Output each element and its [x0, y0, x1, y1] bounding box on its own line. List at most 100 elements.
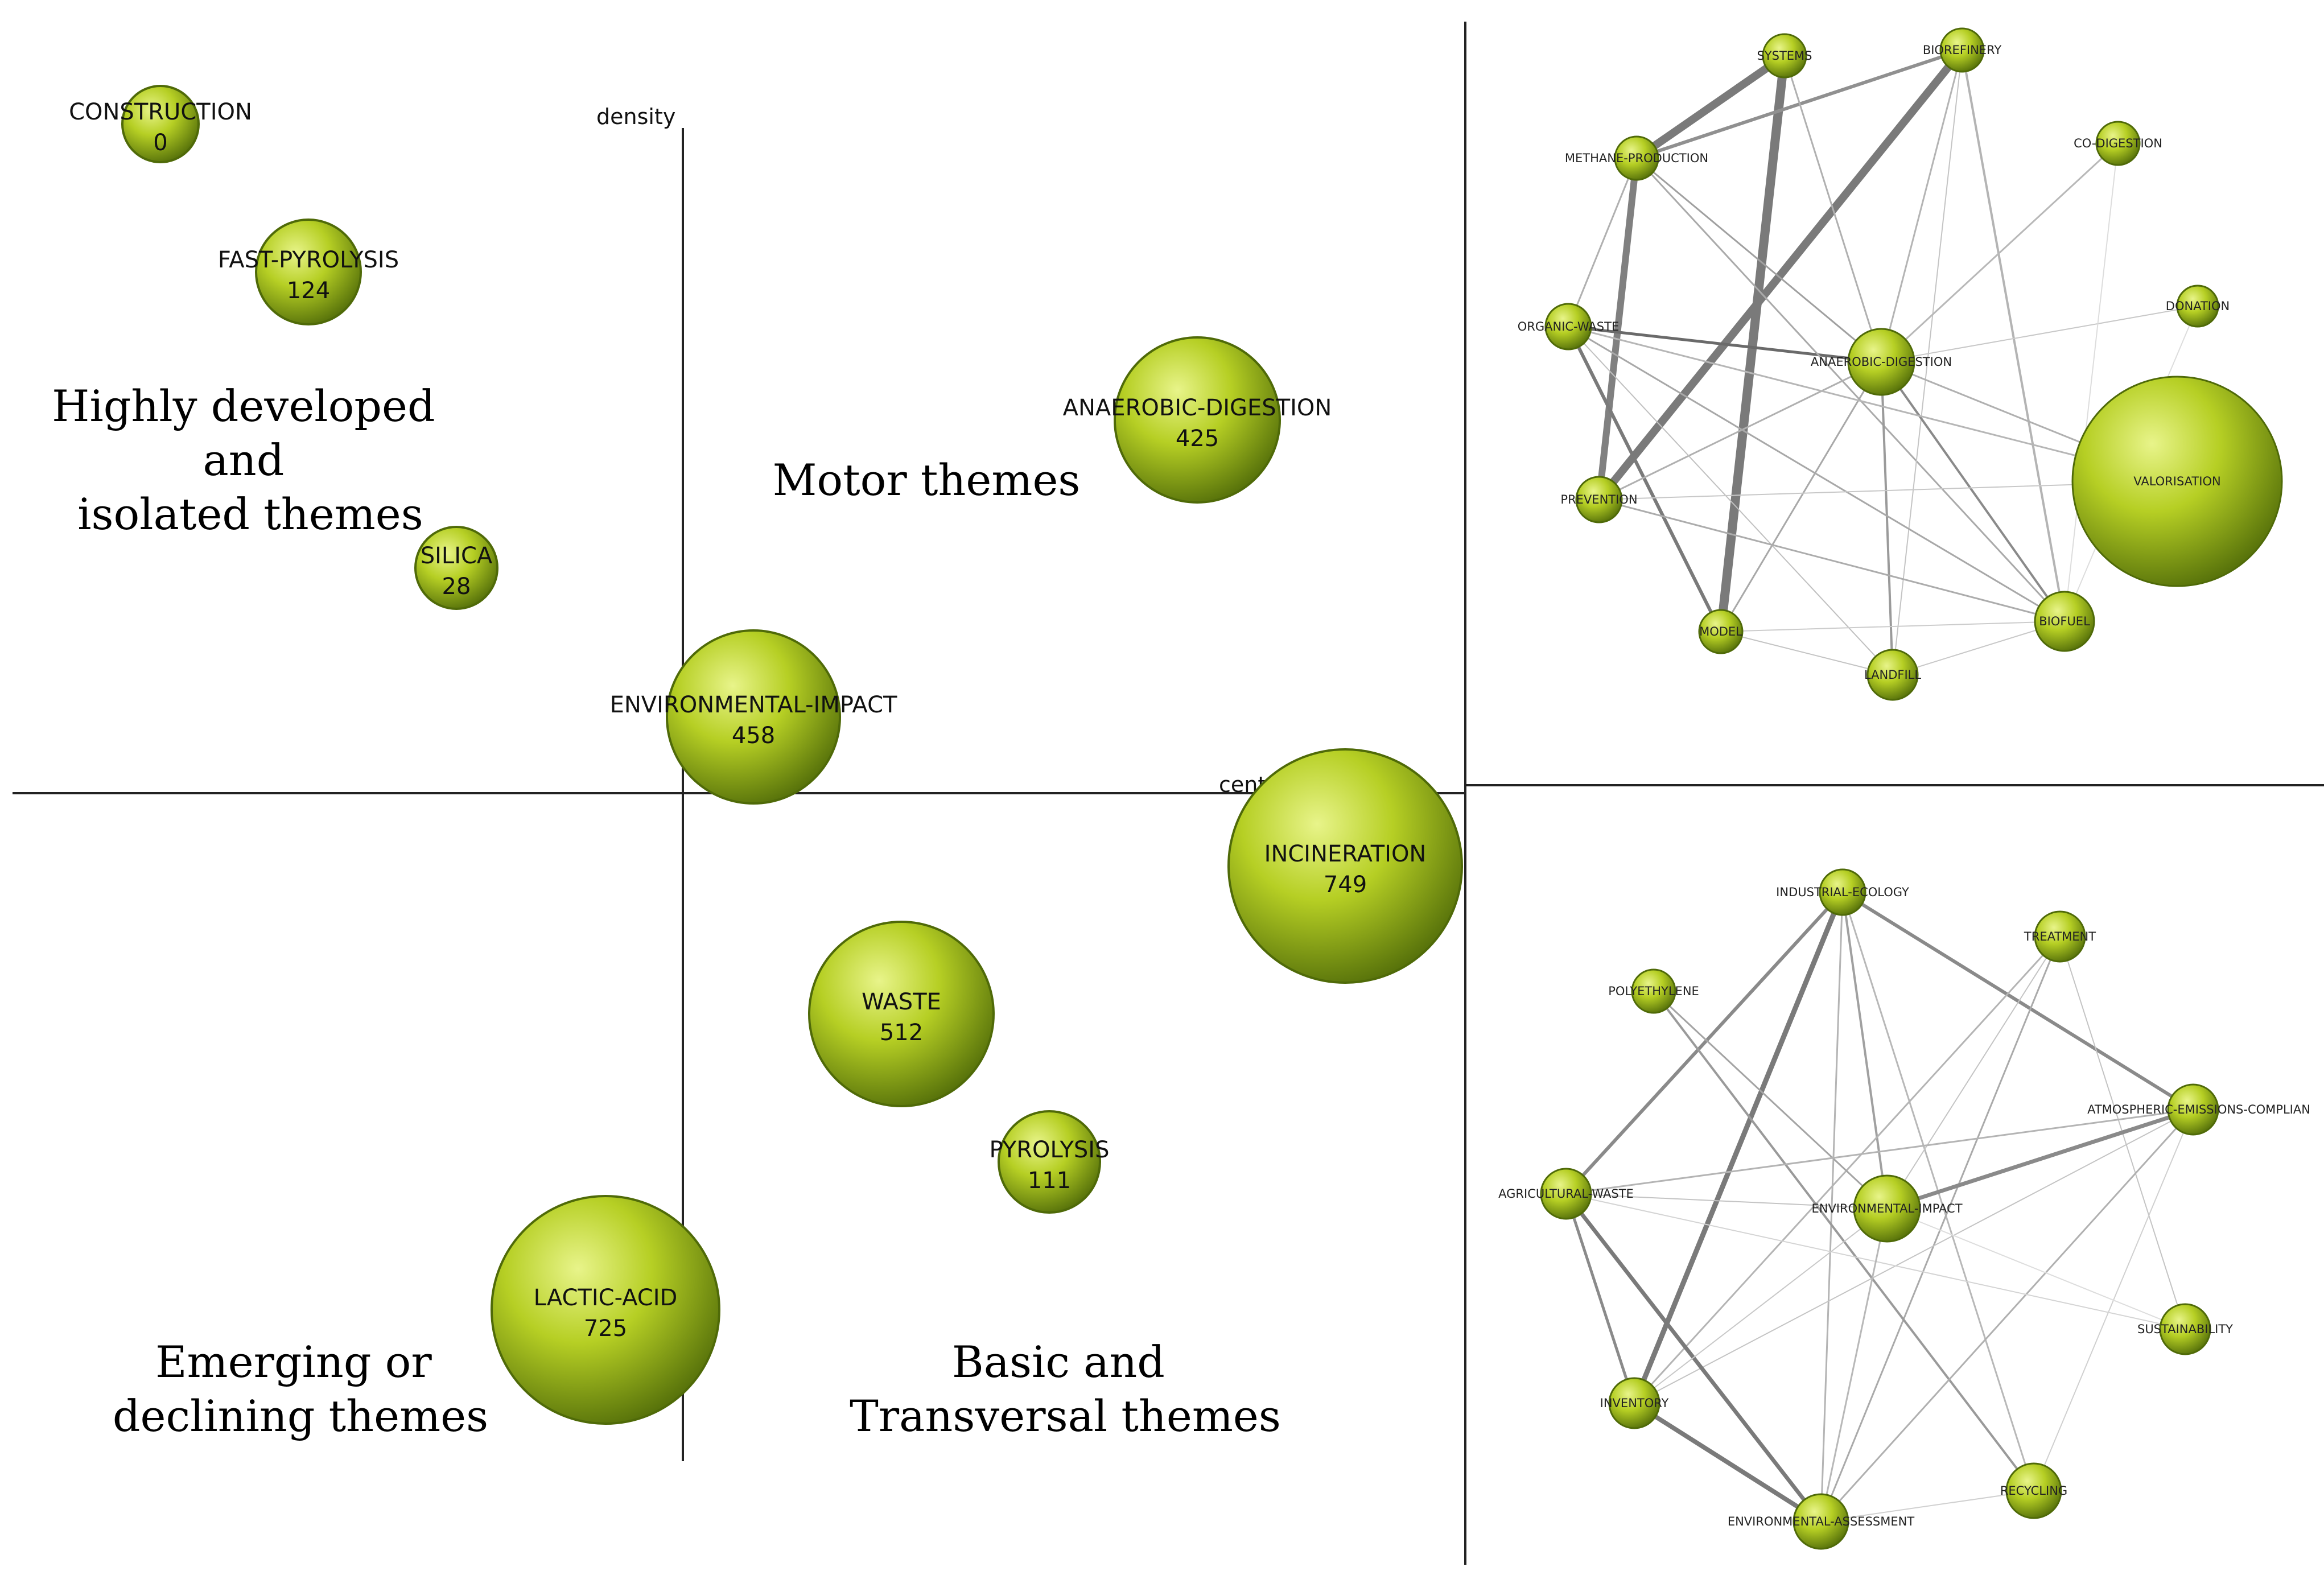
- theme-bubbles: CONSTRUCTION0FAST-PYROLYSIS124SILICA28AN…: [69, 85, 1463, 1425]
- network-edge: [1564, 1192, 1636, 1405]
- network-edge: [1598, 498, 2066, 622]
- network-edge: [1564, 890, 1844, 1195]
- network-edge: [1841, 890, 2195, 1111]
- network-node-circle: [1819, 868, 1866, 916]
- network-node-circle: [1540, 1168, 1592, 1220]
- network-node-label: LANDFILL: [1864, 668, 1921, 682]
- quadrant-label-top-right: Motor themes: [773, 455, 1081, 505]
- network-node-circle: [1866, 649, 1919, 701]
- theme-name-label: SILICA: [421, 543, 493, 569]
- network-node: ORGANIC-WASTE: [1518, 303, 1619, 351]
- network-edge: [1568, 326, 1893, 675]
- network-edge: [1565, 1108, 2194, 1195]
- network-edge: [1653, 990, 1888, 1210]
- network-edge: [1783, 55, 1882, 363]
- theme-name-label: ENVIRONMENTAL-IMPACT: [610, 692, 897, 718]
- network-edge: [1841, 891, 1888, 1210]
- network-node: METHANE-PRODUCTION: [1565, 135, 1708, 181]
- network-node: TREATMENT: [2024, 910, 2096, 963]
- network-node-circle: [1853, 1174, 1921, 1243]
- network-node-circle: [1698, 609, 1744, 654]
- theme-value-label: 512: [880, 1020, 923, 1046]
- network-node-circle: [1939, 27, 1985, 73]
- network-edge: [1716, 51, 1789, 636]
- network-edge: [1567, 157, 1638, 328]
- theme-bubble-circle: [255, 218, 362, 325]
- network-node: ANAEROBIC-DIGESTION: [1811, 328, 1952, 396]
- network-edge: [1886, 936, 2061, 1209]
- theme-name-label: LACTIC-ACID: [534, 1285, 678, 1311]
- network-node-label: AGRICULTURAL-WASTE: [1498, 1187, 1634, 1201]
- network-node-label: BIOFUEL: [2039, 615, 2090, 628]
- network-edge: [1820, 891, 1844, 1523]
- network-node-label: ENVIRONMENTAL-IMPACT: [1811, 1202, 1962, 1215]
- theme-value-label: 111: [1028, 1168, 1071, 1194]
- theme-name-label: WASTE: [862, 989, 941, 1015]
- network-node: INVENTORY: [1600, 1377, 1669, 1429]
- network-edge: [1567, 325, 2066, 622]
- network-node: VALORISATION: [2071, 376, 2283, 587]
- network-node: INDUSTRIAL-ECOLOGY: [1776, 868, 1909, 916]
- network-edge: [1880, 49, 1963, 363]
- panel-dividers: [1464, 22, 2324, 1565]
- network-bottom: INDUSTRIAL-ECOLOGYTREATMENTPOLYETHYLENEA…: [1498, 868, 2310, 1550]
- theme-name-label: CONSTRUCTION: [69, 99, 252, 125]
- network-edge: [1632, 1401, 1823, 1524]
- network-edge: [1892, 50, 1963, 675]
- theme-value-label: 28: [442, 574, 471, 600]
- quadrant-labels: Highly developed and isolated themes Mot…: [52, 381, 1281, 1441]
- network-node: SYSTEMS: [1757, 33, 1812, 79]
- theme-bubble-circle: [121, 85, 200, 163]
- network-edge: [2064, 143, 2119, 622]
- quadrant-label-bottom-left: Emerging or declining themes: [113, 1337, 488, 1441]
- network-node-label: SUSTAINABILITY: [2137, 1322, 2233, 1336]
- network-edges: [1564, 889, 2195, 1524]
- quadrant-top-left-line-2: and: [203, 435, 284, 485]
- network-edge: [1880, 361, 2066, 622]
- network-node: ENVIRONMENTAL-IMPACT: [1811, 1174, 1963, 1243]
- network-node-circle: [2034, 910, 2086, 963]
- network-node-label: TREATMENT: [2024, 930, 2096, 943]
- network-node-label: METHANE-PRODUCTION: [1565, 151, 1708, 165]
- quadrant-bottom-left-line-2: declining themes: [113, 1391, 488, 1441]
- network-edge: [1820, 935, 2061, 1523]
- network-node: ATMOSPHERIC-EMISSIONS-COMPLIAN: [2087, 1083, 2310, 1136]
- network-node: SUSTAINABILITY: [2137, 1303, 2233, 1355]
- theme-bubble-circle: [1227, 748, 1463, 984]
- theme-bubble: LACTIC-ACID 725: [491, 1195, 720, 1425]
- network-edge: [1567, 325, 1723, 633]
- network-node-label: VALORISATION: [2133, 475, 2220, 488]
- theme-bubble: SILICA 28: [414, 526, 498, 610]
- network-edges: [1567, 46, 2198, 676]
- quadrant-label-bottom-right: Basic and Transversal themes: [850, 1337, 1281, 1441]
- network-node-label: ATMOSPHERIC-EMISSIONS-COMPLIAN: [2087, 1103, 2310, 1116]
- theme-bubble-circle: [491, 1195, 720, 1425]
- quadrant-label-top-left: Highly developed and isolated themes: [52, 381, 449, 539]
- network-node: DONATION: [2166, 285, 2230, 328]
- theme-name-label: PYROLYSIS: [990, 1137, 1110, 1163]
- network-node-label: DONATION: [2166, 299, 2230, 313]
- theme-value-label: 725: [584, 1316, 627, 1342]
- theme-bubble-circle: [998, 1110, 1101, 1214]
- network-nodes: INDUSTRIAL-ECOLOGYTREATMENTPOLYETHYLENEA…: [1498, 868, 2310, 1550]
- network-node-circle: [1575, 476, 1623, 523]
- network-node-circle: [2167, 1083, 2219, 1136]
- network-node-circle: [2095, 121, 2141, 166]
- network-node: PREVENTION: [1560, 476, 1638, 523]
- network-edge: [1633, 52, 1789, 162]
- network-edge: [1634, 1208, 1888, 1404]
- network-node-circle: [1608, 1377, 1660, 1429]
- network-node-label: BIOREFINERY: [1923, 43, 2001, 57]
- theme-name-label: INCINERATION: [1264, 841, 1427, 867]
- network-node-label: ORGANIC-WASTE: [1518, 320, 1619, 333]
- network-node-circle: [1614, 135, 1659, 181]
- network-edge: [1880, 142, 2119, 363]
- network-edge: [1720, 361, 1882, 633]
- network-edge: [1820, 1490, 2034, 1522]
- network-node-label: RECYCLING: [2000, 1484, 2067, 1498]
